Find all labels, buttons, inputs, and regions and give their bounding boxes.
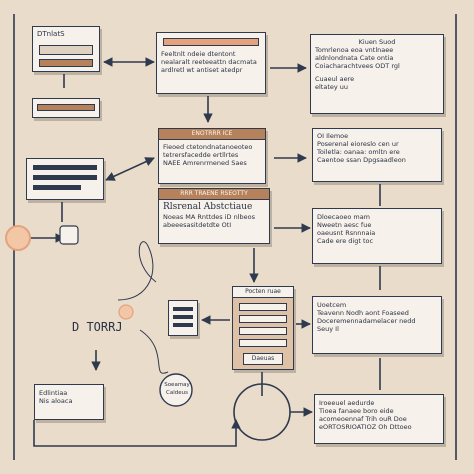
small-circle-line-2: Caldeus [166,390,188,396]
bottom-right-line-2: Tioea fanaee boro eide [319,407,394,416]
mid-center-line-1: Fieoed ctetondnatanoeoteo [163,142,253,151]
small-circle-node [159,373,193,407]
mid-left-bar-3 [33,185,81,190]
sketch-curve [117,241,157,301]
mid-right-line-3: Caentoe ssan Dpgsaadleon [317,156,406,165]
top-left-widget [32,98,100,118]
architecture-header: RRR TRAENE RSEOTTY [159,189,269,200]
bottom-left-line-2: Nis aloaca [39,397,73,406]
architecture-title: Rlsrenal Abstctiaue [163,201,253,212]
top-left-tag: DTnlatS [37,30,65,38]
stack-box: Pocten ruae Daeuas [232,286,294,370]
stack-row-1 [239,303,287,311]
stack-row-2 [239,315,287,323]
top-right-extra-1: Cuaeul aere [315,74,355,83]
widget-bar [37,104,95,111]
architecture-line-1: Noeas MA Rnttdes iD nlbeos [163,212,255,221]
stack-row-4 [239,339,287,347]
mid-lower-right-line-4: Seuy Il [317,325,339,334]
stack-footer: Daeuas [251,355,275,362]
mid-lower-right-box: Uoetcem Teavenn Nodh aont Foaseed Docere… [312,296,442,354]
bottom-left-box: Edlintiaa Nis aloaca [34,384,104,420]
top-right-line-3: Coiacharachtvees ODT rgl [315,62,400,71]
bottom-right-line-1: Iroeeuel aedurde [319,399,375,407]
mid-left-box [26,158,104,200]
dtorr-label: D TORRJ [72,320,123,334]
top-center-box: Feeltnlt ndeie dtentont nealaralt reetee… [156,32,266,94]
top-left-bar-brown [39,59,93,67]
stack-header: Pocten ruae [233,287,293,298]
small-mid-bar-2 [173,315,193,319]
top-right-line-1: Tomrlenoa eoa vntlnaee [315,46,394,55]
small-mid-bar-3 [173,323,193,327]
top-right-extra-2: eltatey uu [315,82,349,91]
architecture-box: RRR TRAENE RSEOTTY Rlsrenal Abstctiaue N… [158,188,270,244]
lower-right-line-2: Nweetn aesc fue [317,221,372,230]
lower-right-line-3: oaeusnt Rsnnnaia [317,229,376,238]
mid-left-bar-1 [33,165,97,170]
left-circle-node [5,225,31,251]
mid-lower-right-line-3: Doceremennadamelacer nedd [317,317,416,326]
top-left-box: DTnlatS [32,26,100,72]
mid-right-box: OI Ilemoe Poserenal eioreslo cen ur Toil… [312,128,442,182]
mid-right-line-2: Toiletla: oanaa: omltn ere [317,148,400,157]
mid-lower-right-line-2: Teavenn Nodh aont Foaseed [317,309,409,318]
top-center-line-1: Feeltnlt ndeie dtentont [161,50,236,58]
stack-row-3 [239,327,287,335]
top-center-line-3: ardlretl wt antiset atedpr [161,66,243,75]
top-right-title: Kiuen Suod [358,38,396,46]
mid-left-bar-2 [33,175,97,180]
mid-lower-right-line-1: Uoetcem [317,301,347,309]
mid-right-title: OI Ilemoe [317,132,349,140]
small-circle-text: Soeamay Caldeus [160,381,194,397]
top-center-line-2: nealaralt reeteeattn dacmata [161,58,257,67]
top-left-bar [39,45,93,55]
bottom-right-line-3: acomeoennaf Trih ouR Doe [319,415,407,424]
top-right-line-2: aldnlondnata Cate ontia [315,54,394,63]
small-mid-bar-1 [173,307,193,311]
bottom-right-line-4: eORTOSRIOATIOZ Oh Dttoeo [319,423,412,432]
mid-center-box: ENOTRRR ICE Fieoed ctetondnatanoeoteo te… [158,128,266,184]
bottom-left-line-1: Edlintiaa [39,389,68,397]
sketch-curve-lower [139,329,169,374]
stack-footer-box: Daeuas [243,353,283,365]
mid-left-to-mid-center-arrow [105,157,155,181]
mid-center-line-2: tetrersfacedde ertllrtes [163,150,239,159]
mid-right-line-1: Poserenal eioreslo cen ur [317,140,399,149]
lower-right-line-4: Cade ere digt toc [317,237,374,246]
dot-node [118,304,134,320]
lower-right-box: Dloecaoeo mam Nweetn aesc fue oaeusnt Rs… [312,208,442,264]
mid-center-header: ENOTRRR ICE [159,129,265,140]
lower-right-line-1: Dloecaoeo mam [317,213,371,221]
top-center-highlight [163,38,259,46]
small-circle-line-1: Soeamay [164,382,190,388]
architecture-line-2: abeeesasitdetdte OtI [163,220,232,229]
top-right-box: Kiuen Suod Tomrlenoa eoa vntlnaee aldnlo… [310,34,444,114]
bottom-circle-node [233,383,291,441]
mid-center-line-3: NAEE Amrenrmened Saes [163,158,247,167]
bottom-left-loop [33,419,241,447]
left-bar-node [59,225,79,245]
bottom-right-box: Iroeeuel aedurde Tioea fanaee boro eide … [314,394,444,444]
small-mid-box [168,300,198,336]
